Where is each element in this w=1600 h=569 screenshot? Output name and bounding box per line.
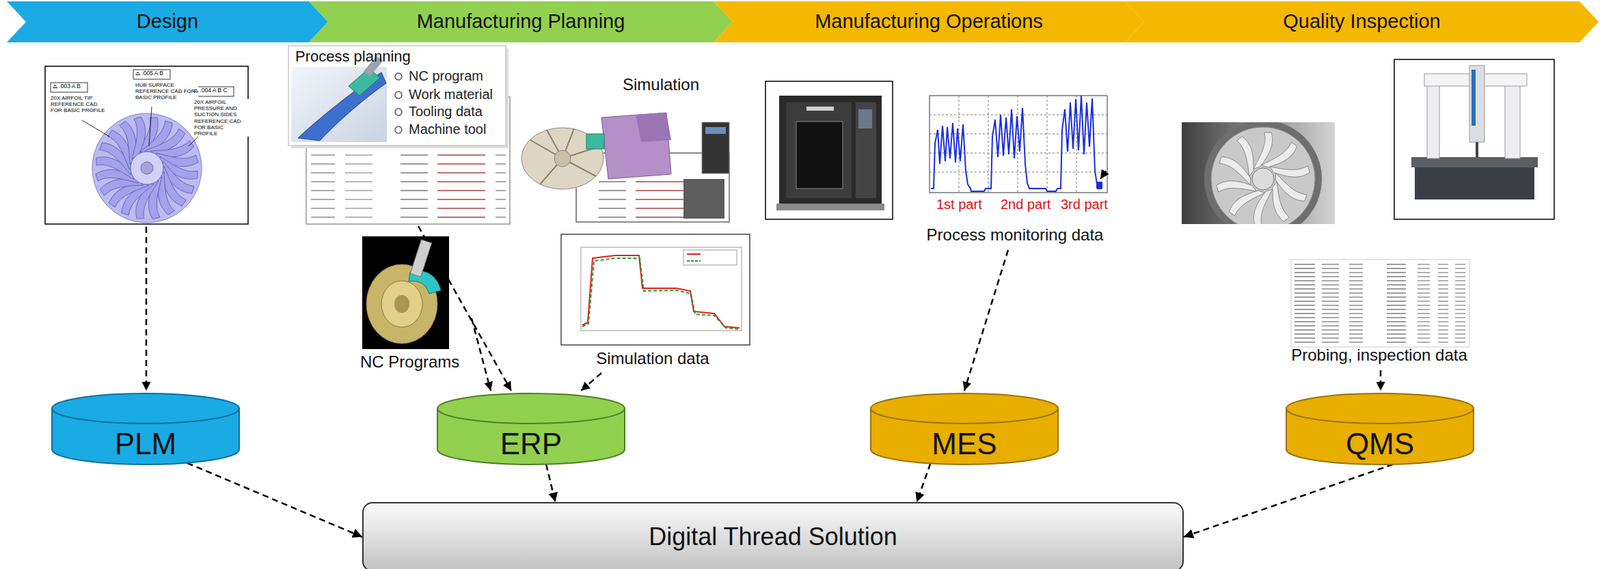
impeller-photo [1181,120,1335,238]
stage-band: Manufacturing Operations [713,1,1145,43]
cad-drawing [45,66,249,225]
cylinder-top [870,393,1059,424]
tolerance-frame: ⌓ .004 A B C [193,87,228,95]
bullet-item: Machine tool [408,121,486,138]
cylinder-top [51,393,240,424]
simulation-picture [521,112,730,223]
solution-name: Digital Thread Solution [648,522,898,551]
bullet-item: Tooling data [408,103,483,120]
database-name: MES [931,427,997,463]
database-cylinder: ERP [436,392,626,466]
picture-caption: Process monitoring data [926,225,1104,245]
process-planning-screens [288,45,510,225]
band-shape [308,1,733,43]
cylinder-top [1286,393,1474,424]
leader-arrows [146,226,1381,391]
database-cylinder: MES [870,392,1059,466]
cmm-photo [1394,59,1555,220]
stage-band: Design [6,1,329,43]
picture-caption: Simulation data [595,349,709,369]
picture-caption: Simulation [622,75,700,95]
picture-caption: Probing, inspection data [1291,345,1468,365]
dashed-connector [1183,464,1393,538]
stage-band: Manufacturing Planning [308,1,733,43]
band-shape [6,1,329,43]
process-monitoring-chart [918,91,1113,220]
box-shape [362,503,1184,569]
database-cylinder: PLM [51,392,240,466]
callout-note: HUB SURFACE REFERENCE CAD FOR BASIC PROF… [133,82,199,102]
database-name: ERP [500,427,562,463]
tolerance-frame: ⌓ .003 A B [52,83,81,91]
chart-annotation: 2nd part [999,196,1052,213]
band-shape [713,1,1145,43]
band-title: Manufacturing Operations [814,10,1043,33]
database-name: QMS [1345,427,1415,463]
stage-band: Quality Inspection [1124,1,1599,43]
nc-program-picture [362,236,450,350]
band-title: Manufacturing Planning [416,10,626,33]
band-shape [1124,1,1599,43]
simulation-chart [561,234,750,346]
chart-annotation: 3rd part [1059,196,1110,213]
callout-note: 20X AIRFOIL PRESSURE AND SUCTION SIDES R… [192,99,249,137]
tolerance-frame: ⌓ .005 A B [135,70,164,78]
dashed-connector [187,463,363,538]
picture-caption: NC Programs [360,352,460,372]
bullet-item: NC program [408,68,484,85]
machine-photo [765,81,893,220]
database-cylinder: QMS [1285,392,1475,466]
band-title: Design [136,10,199,33]
solution-box: Digital Thread Solution [362,502,1184,569]
panel-heading: Process planning [295,47,411,65]
callout-note: 20X AIRFOIL TIP REFERENCE CAD FOR BASIC … [49,95,110,115]
dashed-connector [546,464,555,503]
dashed-connector [916,464,931,503]
inspection-table [1291,259,1470,348]
bullet-item: Work material [408,86,493,103]
cylinder-top [437,393,625,424]
chart-annotation: 1st part [934,196,984,213]
band-title: Quality Inspection [1282,10,1441,33]
database-name: PLM [114,427,177,463]
